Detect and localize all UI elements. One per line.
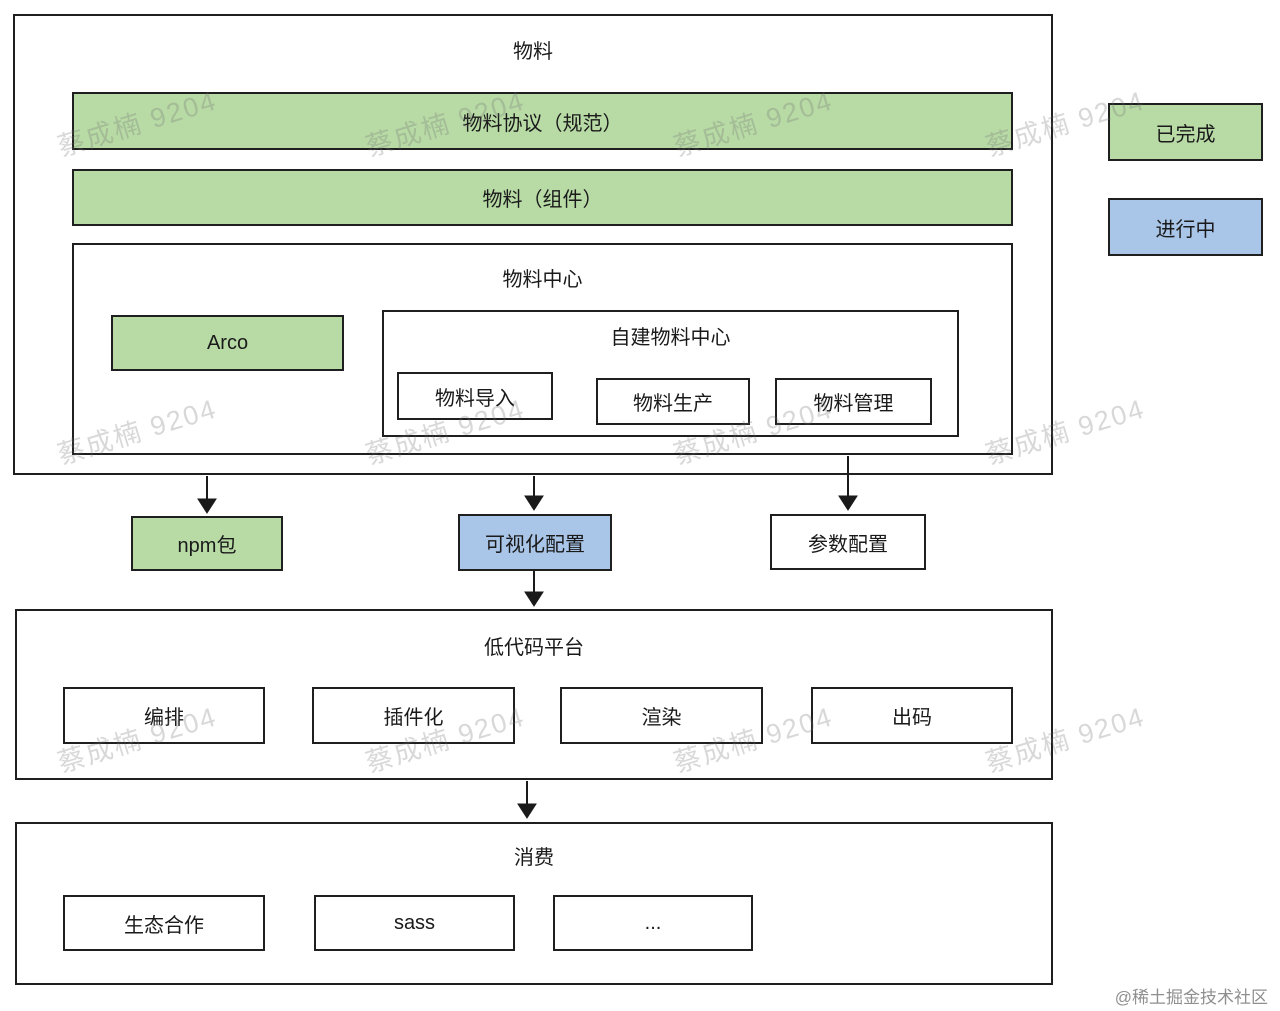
arco-node: Arco: [111, 315, 344, 371]
visual-config-label: 可视化配置: [485, 534, 585, 556]
material-manage-label: 物料管理: [813, 393, 894, 415]
material-component-label: 物料（组件）: [482, 189, 603, 211]
sass-label: sass: [393, 911, 436, 934]
arrow-visual-config-to-lowcode: [524, 571, 544, 607]
pluginization-label: 插件化: [383, 707, 444, 729]
npm-package-label: npm包: [177, 535, 237, 557]
material-produce-node: 物料生产: [596, 378, 750, 425]
arrow-material-to-npm: [197, 476, 217, 514]
sass-node: sass: [314, 895, 515, 951]
legend-done: 已完成: [1108, 103, 1263, 161]
more-label: ...: [644, 911, 662, 934]
eco-cooperation-label: 生态合作: [124, 914, 204, 937]
material-title: 物料: [513, 41, 553, 63]
material-manage-node: 物料管理: [775, 378, 932, 425]
legend-done-label: 已完成: [1155, 123, 1216, 146]
codegen-node: 出码: [811, 687, 1013, 744]
param-config-node: 参数配置: [770, 514, 926, 570]
npm-package-node: npm包: [131, 516, 283, 571]
material-center-title: 物料中心: [502, 269, 583, 291]
visual-config-node: 可视化配置: [458, 514, 612, 571]
render-node: 渲染: [560, 687, 763, 744]
material-protocol-bar: 物料协议（规范）: [72, 92, 1013, 150]
orchestration-node: 编排: [63, 687, 265, 744]
material-import-node: 物料导入: [397, 372, 553, 420]
material-import-label: 物料导入: [435, 387, 515, 410]
material-protocol-label: 物料协议（规范）: [462, 112, 623, 135]
pluginization-node: 插件化: [312, 687, 515, 744]
orchestration-label: 编排: [144, 707, 184, 729]
param-config-label: 参数配置: [808, 533, 888, 556]
eco-cooperation-node: 生态合作: [63, 895, 265, 951]
legend-in-progress-label: 进行中: [1155, 218, 1216, 241]
self-built-center-title: 自建物料中心: [610, 327, 731, 349]
material-produce-label: 物料生产: [633, 393, 713, 415]
more-node: ...: [553, 895, 753, 951]
render-label: 渲染: [641, 707, 682, 729]
credit-text: @稀土掘金技术社区: [1114, 988, 1268, 1007]
material-component-bar: 物料（组件）: [72, 169, 1013, 226]
arco-label: Arco: [206, 331, 249, 354]
lowcode-platform-title: 低代码平台: [484, 637, 584, 659]
legend-in-progress: 进行中: [1108, 198, 1263, 256]
consume-title: 消费: [514, 847, 554, 869]
arrow-material-to-visual-config: [524, 476, 544, 511]
codegen-label: 出码: [892, 707, 932, 729]
arrow-lowcode-to-consume: [517, 781, 537, 819]
